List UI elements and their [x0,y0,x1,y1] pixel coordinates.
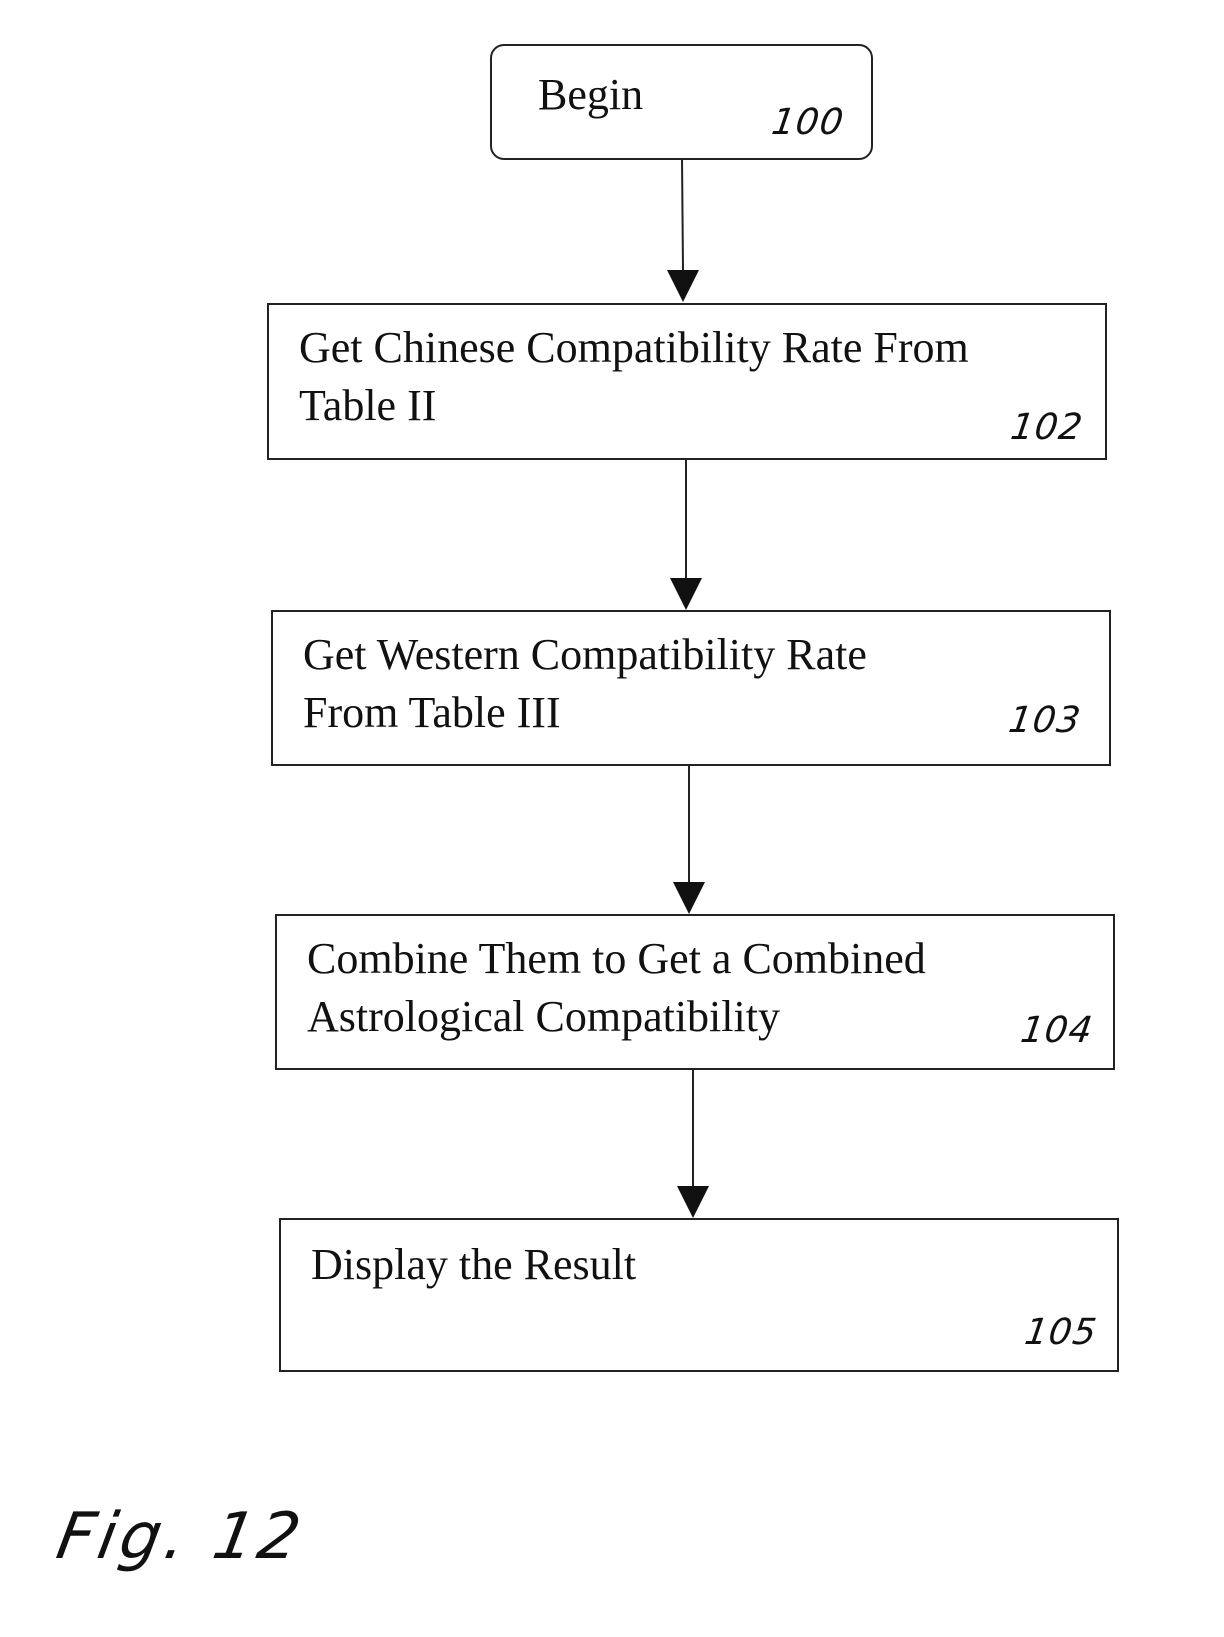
combine-node: Combine Them to Get a Combined Astrologi… [275,914,1115,1070]
arrow-western-to-combine [673,764,705,914]
chinese-rate-ref: 102 [1008,407,1085,448]
western-rate-ref: 103 [1006,700,1083,741]
western-rate-node: Get Western Compatibility Rate From Tabl… [271,610,1111,766]
figure-label: Fig. 12 [51,1500,309,1574]
combine-line-2: Astrological Compatibility [307,988,780,1046]
combine-line-1: Combine Them to Get a Combined [307,930,926,988]
display-node: Display the Result 105 [279,1218,1119,1372]
arrow-chinese-to-western [670,460,702,610]
arrow-combine-to-display [677,1068,709,1218]
western-rate-line-2: From Table III [303,684,561,742]
begin-node-label: Begin [538,66,643,124]
begin-node: Begin 100 [490,44,873,160]
combine-ref: 104 [1018,1010,1095,1051]
western-rate-line-1: Get Western Compatibility Rate [303,626,867,684]
chinese-rate-line-2: Table II [299,377,436,435]
begin-node-ref: 100 [769,102,846,143]
chinese-rate-line-1: Get Chinese Compatibility Rate From [299,319,969,377]
arrow-begin-to-chinese [667,158,699,302]
display-line-1: Display the Result [311,1236,636,1294]
display-ref: 105 [1022,1312,1099,1353]
chinese-rate-node: Get Chinese Compatibility Rate From Tabl… [267,303,1107,460]
